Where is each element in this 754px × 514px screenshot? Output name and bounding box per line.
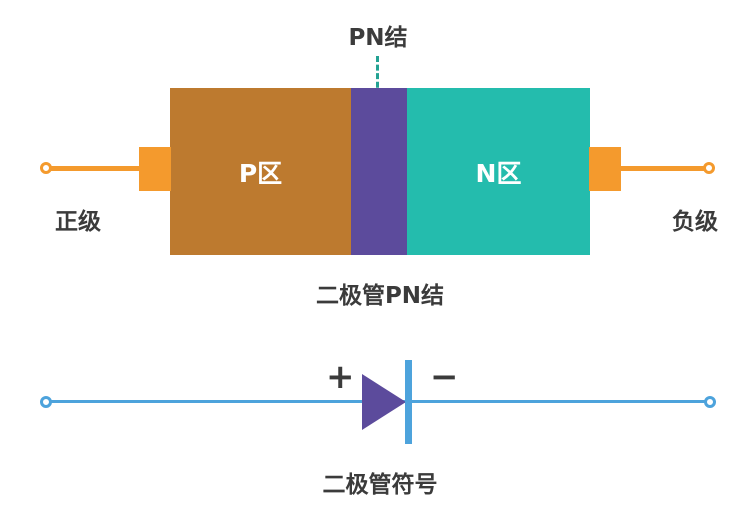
pn-junction-region bbox=[351, 88, 407, 255]
pn-junction-pointer-label: PN结 bbox=[348, 25, 408, 51]
diode-symbol-caption: 二极管符号 bbox=[322, 472, 438, 498]
negative-pole-label: 负级 bbox=[672, 209, 718, 235]
circuit-left-node bbox=[40, 396, 52, 408]
right-wire bbox=[620, 166, 708, 171]
left-wire-terminal-node bbox=[40, 162, 52, 174]
right-terminal bbox=[589, 147, 621, 191]
left-wire bbox=[50, 166, 140, 171]
n-region-label: N区 bbox=[475, 158, 522, 188]
diode-body: P区 N区 bbox=[170, 88, 590, 255]
n-region: N区 bbox=[407, 88, 590, 255]
circuit-right-node bbox=[704, 396, 716, 408]
diode-triangle-icon bbox=[362, 374, 406, 430]
plus-sign: + bbox=[326, 357, 355, 397]
p-region: P区 bbox=[170, 88, 351, 255]
right-wire-terminal-node bbox=[703, 162, 715, 174]
pn-junction-caption: 二极管PN结 bbox=[315, 283, 445, 309]
p-region-label: P区 bbox=[238, 158, 283, 188]
positive-pole-label: 正级 bbox=[55, 209, 101, 235]
cathode-bar-icon bbox=[405, 360, 412, 444]
left-terminal bbox=[139, 147, 171, 191]
minus-sign: − bbox=[430, 357, 459, 397]
